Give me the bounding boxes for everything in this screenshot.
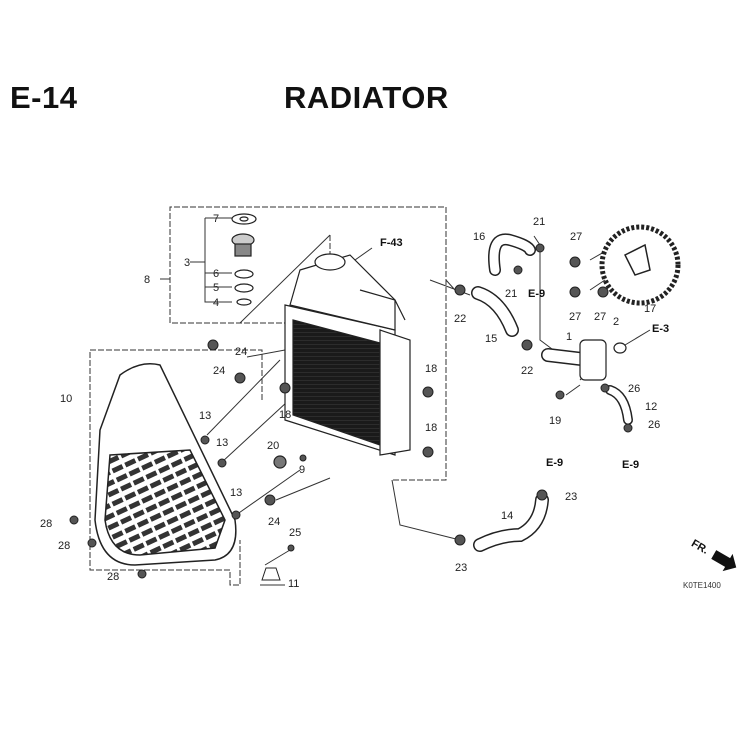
part-number-callout: 3 xyxy=(184,257,190,269)
part-number-callout: 28 xyxy=(58,540,70,552)
clamps-and-bolts xyxy=(69,243,633,581)
part-number-callout: 14 xyxy=(501,510,513,522)
part-number-callout: 22 xyxy=(454,313,466,325)
part-number-callout: 20 xyxy=(267,440,279,452)
part-number-callout: 1 xyxy=(566,331,572,343)
page-title: RADIATOR xyxy=(284,80,449,115)
part-number-callout: 2 xyxy=(613,316,619,328)
part-number-callout: 17 xyxy=(644,303,656,315)
shroud-group-box xyxy=(89,349,263,586)
section-code: E-14 xyxy=(10,80,78,115)
cross-reference-label: E-9 xyxy=(546,457,563,469)
part-number-callout: 21 xyxy=(533,216,545,228)
part-number-callout: 4 xyxy=(213,297,219,309)
part-number-callout: 18 xyxy=(279,409,291,421)
part-number-callout: 9 xyxy=(299,464,305,476)
front-direction-arrow: FR. xyxy=(689,538,737,572)
part-number-callout: 27 xyxy=(570,231,582,243)
cooling-fan xyxy=(599,224,681,306)
cross-reference-label: F-43 xyxy=(380,237,403,249)
part-number-callout: 5 xyxy=(213,282,219,294)
part-number-callout: 13 xyxy=(230,487,242,499)
radiator-core xyxy=(273,253,411,469)
callout-labels: 7 3 6 5 4 8 F-43 24 24 18 18 18 13 13 20 9 10 13 24 28 28 28 2… xyxy=(40,213,669,590)
part-number-callout: 15 xyxy=(485,333,497,345)
part-number-callout: 24 xyxy=(213,365,225,377)
radiator-shroud xyxy=(94,363,237,566)
part-number-callout: 21 xyxy=(505,288,517,300)
part-number-callout: 12 xyxy=(645,401,657,413)
cross-reference-label: E-3 xyxy=(652,323,669,335)
part-number-callout: 8 xyxy=(144,274,150,286)
part-number-callout: 28 xyxy=(40,518,52,530)
part-number-callout: 24 xyxy=(268,516,280,528)
part-number-callout: 6 xyxy=(213,268,219,280)
diagram-code: K0TE1400 xyxy=(683,581,721,590)
part-number-callout: 27 xyxy=(569,311,581,323)
part-number-callout: 16 xyxy=(473,231,485,243)
part-number-callout: 23 xyxy=(565,491,577,503)
part-number-callout: 26 xyxy=(648,419,660,431)
part-number-callout: 10 xyxy=(60,393,72,405)
part-number-callout: 23 xyxy=(455,562,467,574)
part-number-callout: 11 xyxy=(288,578,299,590)
part-number-callout: 25 xyxy=(289,527,301,539)
part-number-callout: 22 xyxy=(521,365,533,377)
cross-reference-label: E-9 xyxy=(622,459,639,471)
part-number-callout: 28 xyxy=(107,571,119,583)
part-number-callout: 26 xyxy=(628,383,640,395)
part-number-callout: 18 xyxy=(425,363,437,375)
cross-reference-label: E-9 xyxy=(528,288,545,300)
part-number-callout: 19 xyxy=(549,415,561,427)
part-number-callout: 18 xyxy=(425,422,437,434)
radiator-cap-parts xyxy=(231,213,257,306)
part-number-callout: 13 xyxy=(199,410,211,422)
part-number-callout: 24 xyxy=(235,346,247,358)
part-number-callout: 27 xyxy=(594,311,606,323)
part-number-callout: 13 xyxy=(216,437,228,449)
front-marker-label: FR. xyxy=(689,538,710,557)
thermostat-housing xyxy=(579,339,627,381)
part-number-callout: 7 xyxy=(213,213,219,225)
